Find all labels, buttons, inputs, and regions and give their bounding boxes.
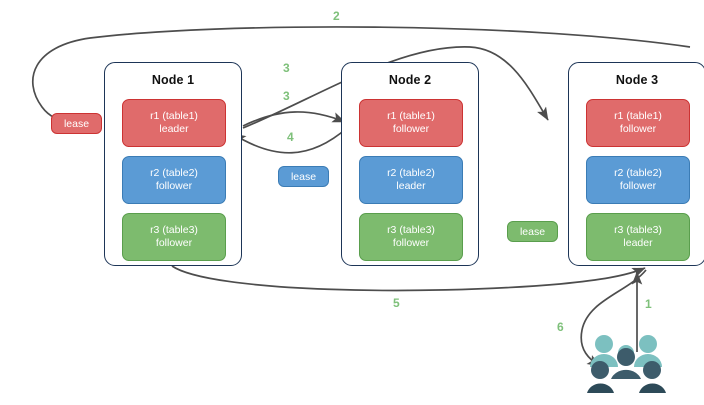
arrow-step-3-to-node2	[242, 111, 346, 127]
node-2-replica-r3[interactable]: r3 (table3) follower	[359, 213, 463, 261]
step-label-6: 6	[557, 320, 564, 334]
node-2-replica-r2[interactable]: r2 (table2) leader	[359, 156, 463, 204]
node-2-replica-r1[interactable]: r1 (table1) follower	[359, 99, 463, 147]
node-3-replica-r3[interactable]: r3 (table3) leader	[586, 213, 690, 261]
users-icon	[587, 335, 666, 393]
lease-badge-blue[interactable]: lease	[278, 166, 329, 187]
replica-label-line2: leader	[396, 180, 426, 192]
node-2-title: Node 2	[388, 73, 432, 87]
lease-badge-label: lease	[290, 170, 317, 183]
node-3[interactable]: Node 3 r1 (table1) follower r2 (table2) …	[568, 62, 704, 266]
replica-label-line2: leader	[623, 237, 653, 249]
node-3-title: Node 3	[615, 73, 659, 87]
lease-badge-label: lease	[63, 117, 90, 130]
node-1-replica-r3[interactable]: r3 (table3) follower	[122, 213, 226, 261]
lease-badge-red[interactable]: lease	[51, 113, 102, 134]
replica-label-line2: follower	[392, 237, 430, 249]
node-3-replica-r1[interactable]: r1 (table1) follower	[586, 99, 690, 147]
replica-label-line2: follower	[155, 180, 193, 192]
node-1-replica-r2[interactable]: r2 (table2) follower	[122, 156, 226, 204]
replica-label-line1: r1 (table1)	[614, 110, 662, 122]
step-label-2: 2	[333, 9, 340, 23]
step-label-5: 5	[393, 296, 400, 310]
step-label-1: 1	[645, 297, 652, 311]
step-label-3b: 3	[283, 89, 290, 103]
arrow-step-5	[171, 265, 646, 292]
node-1-replica-r1[interactable]: r1 (table1) leader	[122, 99, 226, 147]
step-label-3a: 3	[283, 61, 290, 75]
replica-label-line1: r3 (table3)	[150, 224, 198, 236]
replica-label-line1: r1 (table1)	[150, 110, 198, 122]
step-label-4: 4	[287, 130, 294, 144]
replica-label-line1: r2 (table2)	[150, 167, 198, 179]
replica-label-line1: r2 (table2)	[614, 167, 662, 179]
replica-label-line1: r3 (table3)	[614, 224, 662, 236]
replica-label-line2: follower	[619, 180, 657, 192]
replica-label-line2: leader	[159, 123, 189, 135]
replica-label-line1: r3 (table3)	[387, 224, 435, 236]
replica-label-line1: r2 (table2)	[387, 167, 435, 179]
node-2[interactable]: Node 2 r1 (table1) follower r2 (table2) …	[341, 62, 479, 266]
lease-badge-label: lease	[519, 225, 546, 238]
node-3-replica-r2[interactable]: r2 (table2) follower	[586, 156, 690, 204]
replica-label-line2: follower	[619, 123, 657, 135]
replica-label-line2: follower	[155, 237, 193, 249]
lease-badge-green[interactable]: lease	[507, 221, 558, 242]
replica-label-line1: r1 (table1)	[387, 110, 435, 122]
node-1[interactable]: Node 1 r1 (table1) leader r2 (table2) fo…	[104, 62, 242, 266]
replica-label-line2: follower	[392, 123, 430, 135]
node-1-title: Node 1	[151, 73, 195, 87]
